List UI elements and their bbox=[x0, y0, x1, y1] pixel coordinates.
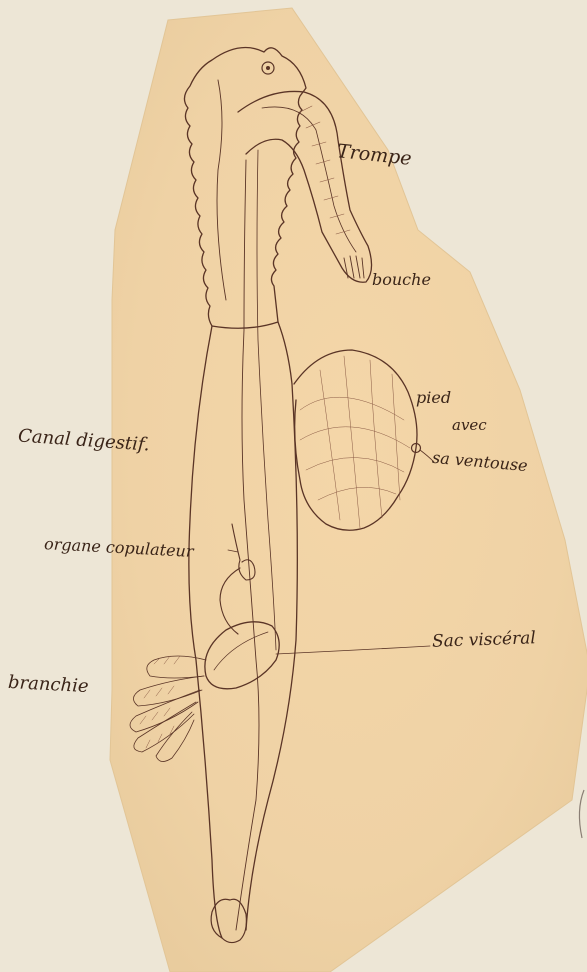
label-pied: pied bbox=[416, 390, 451, 406]
label-avec: avec bbox=[452, 418, 487, 433]
paper-edge-mark bbox=[579, 790, 584, 838]
label-branchie: branchie bbox=[8, 674, 89, 696]
label-bouche: bouche bbox=[372, 272, 431, 288]
label-sac-visceral: Sac viscéral bbox=[432, 630, 536, 651]
